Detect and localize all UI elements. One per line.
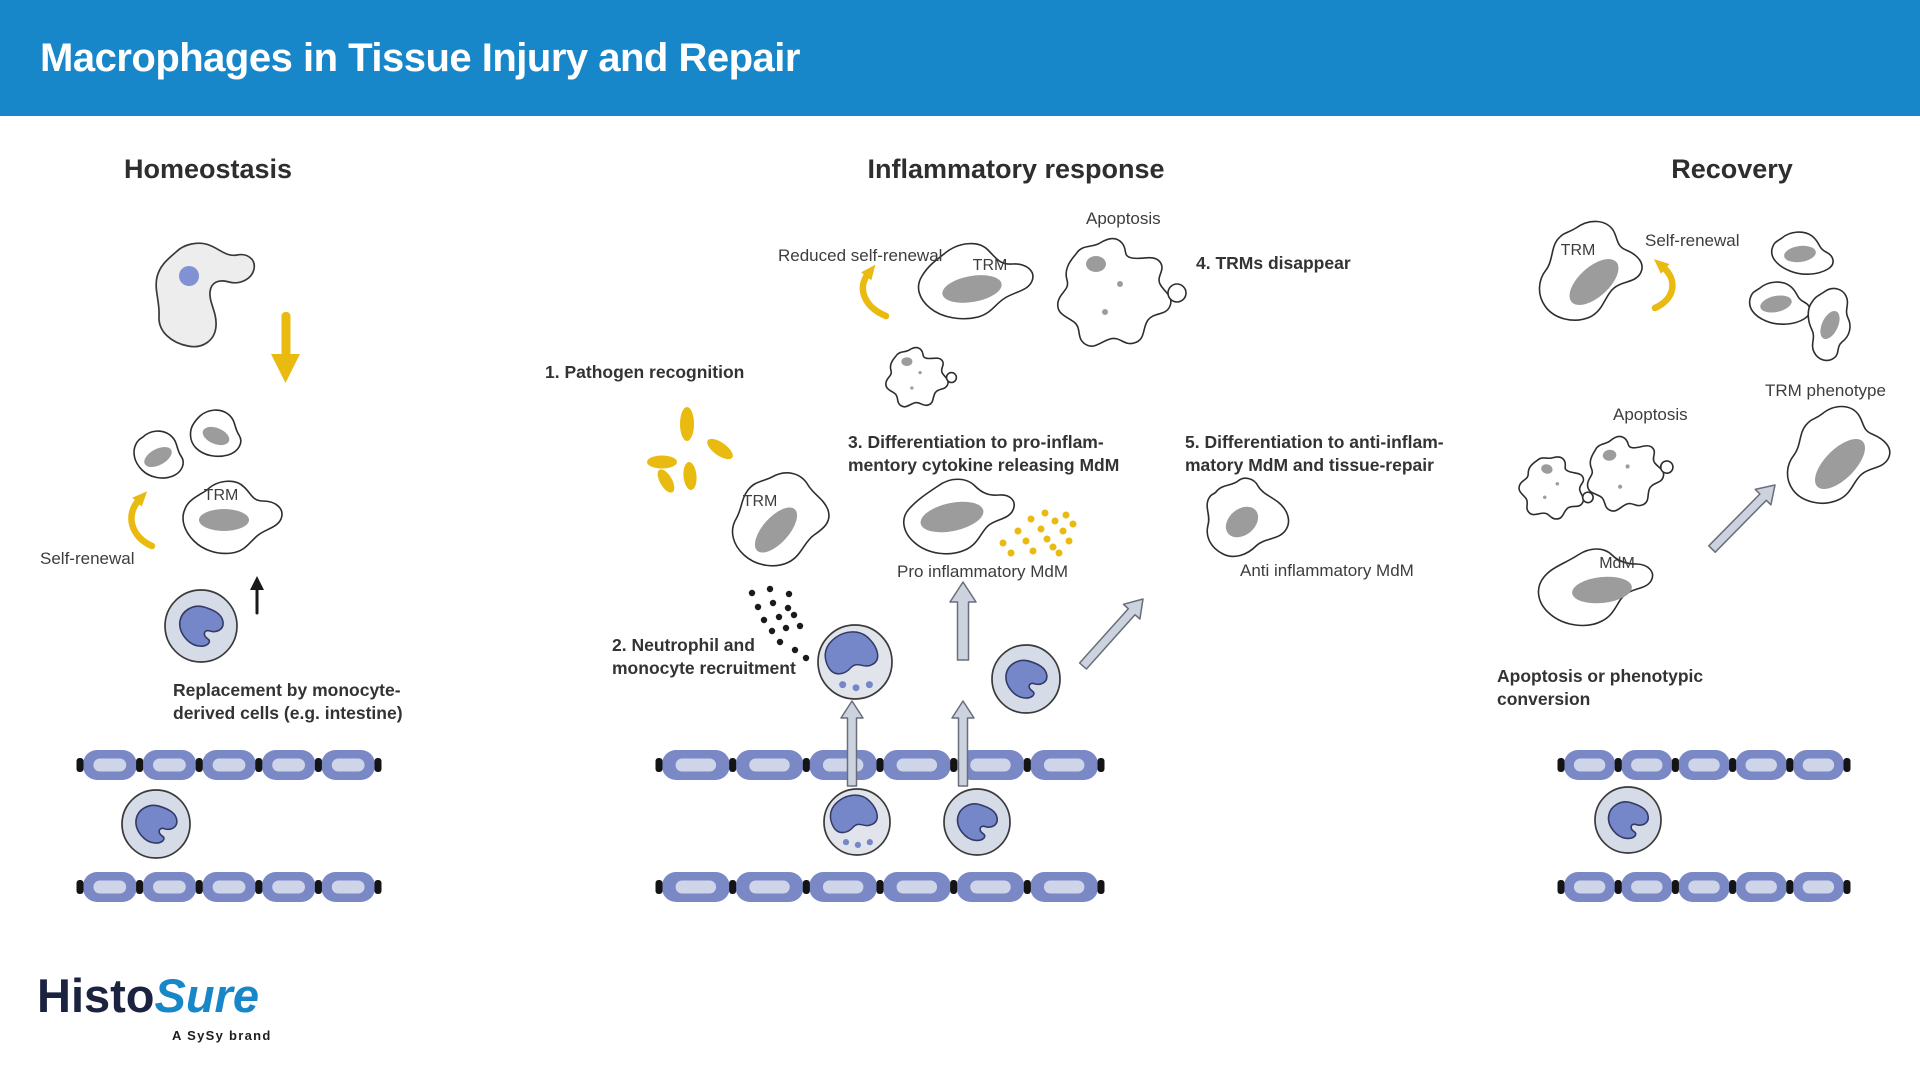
brand-logo: HistoSure	[37, 972, 259, 1019]
brand-tagline: A SySy brand	[172, 1028, 272, 1043]
anti-mdm-label: Anti inflammatory MdM	[1240, 561, 1414, 580]
cell-nucleus	[144, 447, 172, 467]
cell-nucleus	[1760, 295, 1792, 313]
monocyte-cell	[992, 645, 1060, 713]
section-title-inflammatory: Inflammatory response	[867, 154, 1165, 184]
anti-inflammatory-mdm-cell	[1206, 477, 1290, 558]
logo-sure: Sure	[154, 969, 260, 1022]
apoptotic-cell	[1580, 428, 1679, 515]
tissue-layer	[1557, 750, 1851, 780]
tissue-layer	[655, 750, 1105, 780]
reduced-self-renewal-label: Reduced self-renewal	[778, 246, 943, 265]
trm-phenotype-label: TRM phenotype	[1765, 381, 1886, 400]
cell-nucleus	[179, 266, 199, 286]
page-title: Macrophages in Tissue Injury and Repair	[40, 35, 800, 80]
tissue-layer	[76, 750, 382, 780]
mdm-cell	[1537, 548, 1654, 627]
apoptosis-label: Apoptosis	[1086, 209, 1161, 228]
pathogen-icon	[647, 407, 733, 493]
logo-histo: Histo	[37, 969, 155, 1022]
self-renewal-arrow	[1651, 259, 1676, 312]
step-1-label: 1. Pathogen recognition	[545, 362, 745, 382]
step-5-label: 5. Differentiation to anti-inflam- mator…	[1185, 432, 1444, 475]
trm-phenotype-cell	[1786, 405, 1891, 504]
trm-cell	[917, 242, 1034, 320]
monocyte-cell	[944, 789, 1010, 855]
step-2-label: 2. Neutrophil and monocyte recruitment	[612, 635, 796, 678]
resident-macrophage-cell	[155, 242, 256, 348]
chemokine-dots	[748, 585, 810, 662]
monocyte-cell	[1595, 787, 1661, 853]
self-renewal-arrow	[128, 491, 156, 550]
trm-label: TRM	[1560, 242, 1596, 259]
differentiation-arrow	[949, 581, 977, 661]
monocyte-cell	[122, 790, 190, 858]
tissue-layer	[655, 872, 1105, 902]
section-title-homeostasis: Homeostasis	[123, 154, 293, 184]
cell-nucleus	[202, 426, 230, 446]
tissue-layer	[1557, 872, 1851, 902]
cell-nucleus	[1784, 245, 1816, 263]
pro-inflammatory-mdm-cell	[902, 478, 1015, 555]
cell-nucleus	[1820, 310, 1840, 340]
neutrophil-cell	[818, 625, 892, 699]
trm-cell	[731, 472, 830, 567]
header-bar: Macrophages in Tissue Injury and Repair	[0, 0, 1920, 116]
apoptosis-label: Apoptosis	[1613, 405, 1688, 424]
section-title-recovery: Recovery	[1671, 154, 1793, 184]
trm-cell	[182, 480, 283, 555]
trm-label: TRM	[203, 487, 239, 504]
apoptotic-cell	[1056, 237, 1187, 347]
replacement-up-arrow	[250, 576, 264, 615]
trm-cell	[1538, 220, 1643, 321]
trm-label: TRM	[742, 493, 778, 510]
pro-mdm-label: Pro inflammatory MdM	[897, 562, 1068, 581]
conversion-label: Apoptosis or phenotypic conversion	[1497, 666, 1704, 709]
differentiation-down-arrow	[271, 312, 300, 383]
neutrophil-cell	[824, 789, 890, 855]
phenotype-conversion-arrow	[1708, 484, 1776, 553]
recruitment-arrow	[951, 700, 975, 787]
recruitment-arrow	[840, 700, 864, 787]
replacement-label: Replacement by monocyte- derived cells (…	[173, 680, 403, 723]
self-renewal-label: Self-renewal	[1645, 231, 1740, 250]
self-renewal-label: Self-renewal	[40, 549, 135, 568]
monocyte-cell	[165, 590, 237, 662]
step-4-label: 4. TRMs disappear	[1196, 253, 1351, 273]
differentiation-arrow	[1078, 598, 1144, 670]
mdm-label: MdM	[1599, 555, 1635, 572]
tissue-layer	[76, 872, 382, 902]
reduced-self-renewal-arrow	[859, 264, 890, 320]
trm-label: TRM	[972, 257, 1008, 274]
step-3-label: 3. Differentiation to pro-inflam- mentor…	[848, 432, 1120, 475]
apoptotic-cell	[885, 347, 957, 408]
cytokine-dots	[999, 509, 1077, 557]
